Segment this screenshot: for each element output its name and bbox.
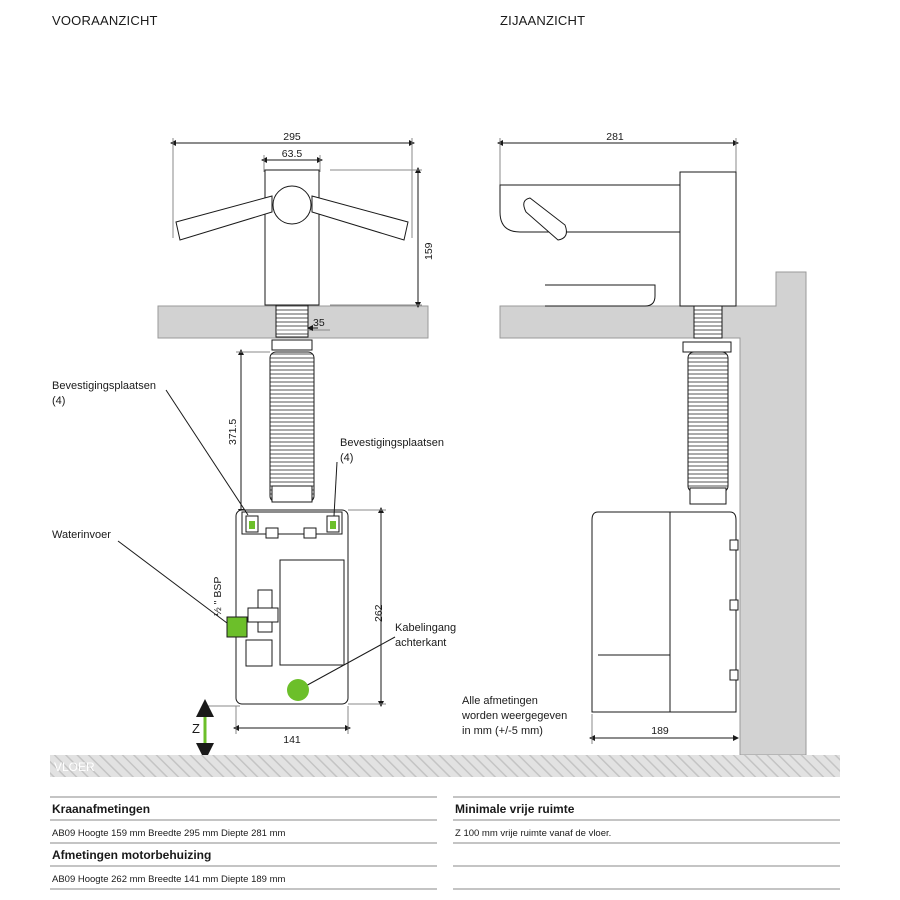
tap-hub [272, 185, 312, 225]
label-water-inlet: Waterinvoer [52, 529, 111, 541]
side-tap-body [679, 171, 737, 307]
dim-262: 262 [373, 604, 385, 622]
front-hose [269, 351, 315, 503]
table-motor-row: AB09 Hoogte 262 mm Breedte 141 mm Diepte… [52, 874, 285, 885]
note-line-3: in mm (+/-5 mm) [462, 725, 543, 737]
label-cable-1: Kabelingang [395, 622, 456, 634]
label-mount-right-2: (4) [340, 452, 353, 464]
water-inlet-marker [226, 616, 248, 638]
note-line-1: Alle afmetingen [462, 695, 538, 707]
table-tap-title: Kraanafmetingen [52, 802, 150, 816]
dim-bsp: ½ " BSP [212, 577, 224, 616]
table-clearance-title: Minimale vrije ruimte [455, 802, 575, 816]
table-motor-title: Afmetingen motorbehuizing [52, 848, 211, 862]
label-mount-left-1: Bevestigingsplaatsen [52, 380, 156, 392]
cable-entry-marker [287, 679, 309, 701]
side-motor-box [591, 511, 737, 713]
threaded-stem [275, 304, 309, 338]
dim-159: 159 [423, 242, 435, 260]
floor-label: VLOER [54, 760, 95, 774]
table-clearance-row: Z 100 mm vrije ruimte vanaf de vloer. [455, 828, 611, 839]
right-arm [311, 195, 409, 241]
table-tap-row: AB09 Hoogte 159 mm Breedte 295 mm Diepte… [52, 828, 285, 839]
dim-295: 295 [283, 131, 301, 143]
dim-141: 141 [283, 734, 301, 746]
mount-hole-left-marker [249, 521, 255, 529]
dim-371-5: 371.5 [227, 419, 239, 445]
label-mount-right-1: Bevestigingsplaatsen [340, 437, 444, 449]
label-cable-2: achterkant [395, 637, 446, 649]
floor-band [50, 755, 840, 777]
spec-tables [50, 796, 840, 890]
dim-63-5: 63.5 [282, 148, 303, 160]
side-view-title: ZIJAANZICHT [500, 13, 585, 28]
side-hose [687, 351, 729, 493]
note-line-2: worden weergegeven [461, 710, 567, 722]
side-view [497, 138, 807, 756]
front-view-title: VOORAANZICHT [52, 13, 158, 28]
dim-189: 189 [651, 725, 669, 737]
front-view [117, 138, 429, 761]
dim-281: 281 [606, 131, 624, 143]
mount-hole-right-marker [330, 521, 336, 529]
dim-35: 35 [313, 317, 325, 329]
label-mount-left-2: (4) [52, 395, 65, 407]
dim-z: Z [192, 721, 200, 736]
left-arm [175, 195, 273, 241]
